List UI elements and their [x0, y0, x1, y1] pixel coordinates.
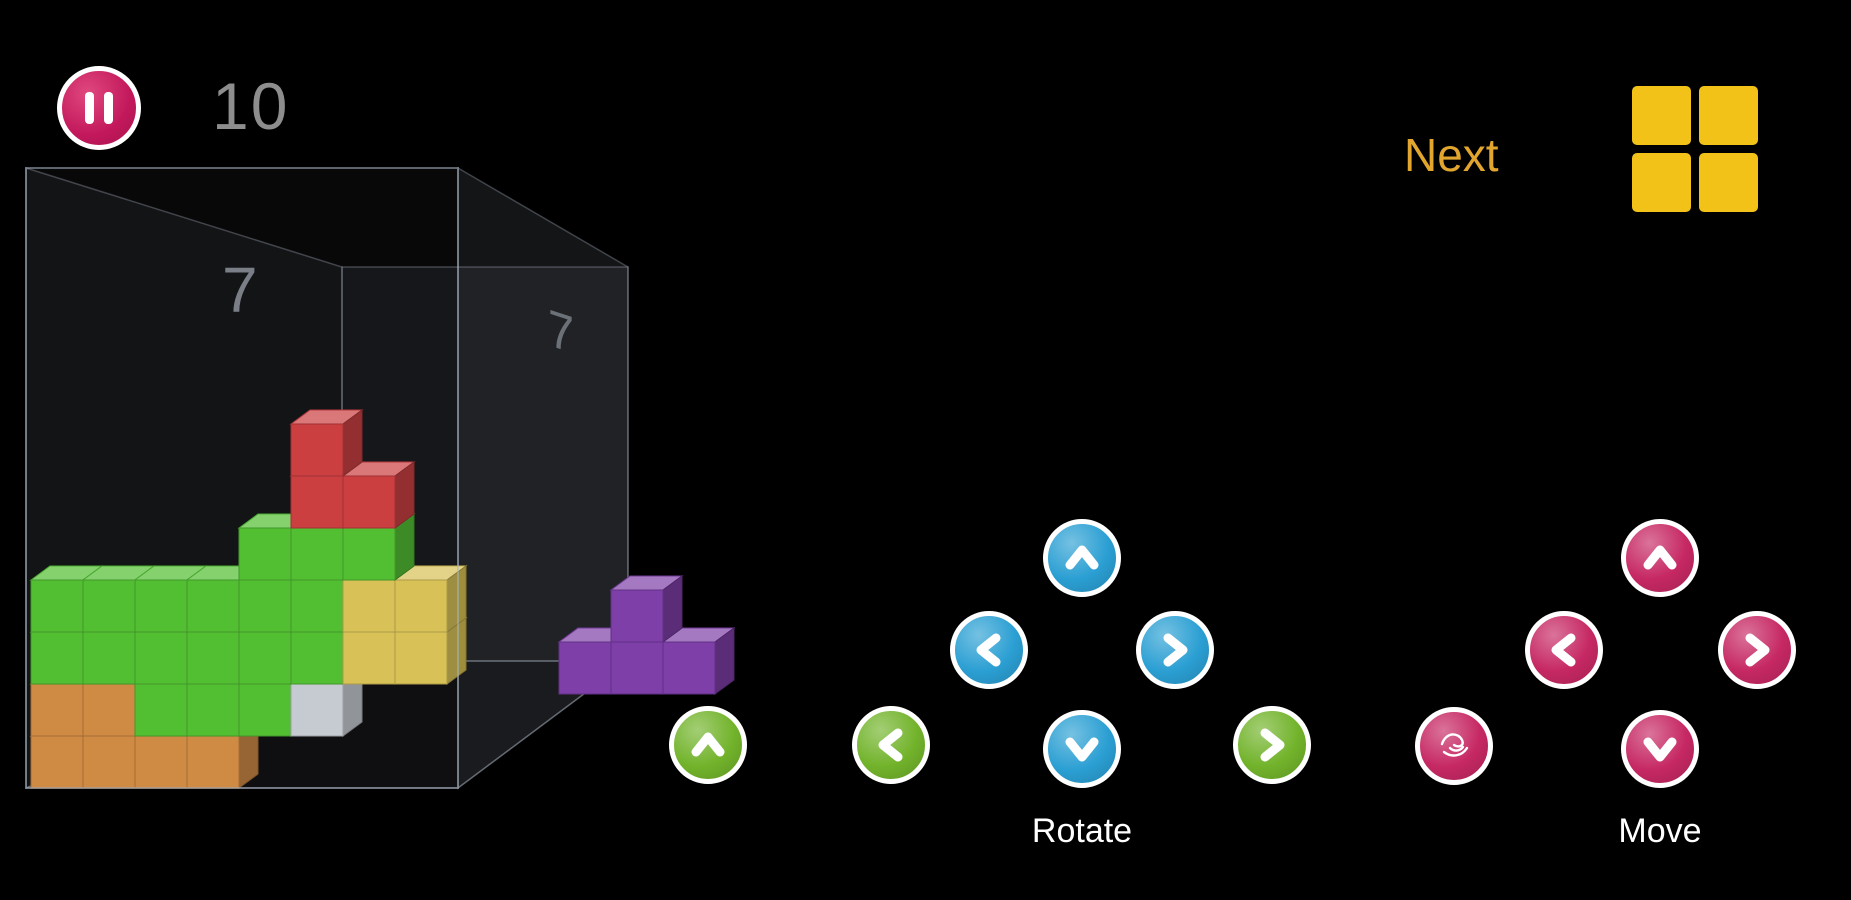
chevron-down-icon [1065, 737, 1099, 762]
chevron-left-icon [976, 633, 1001, 667]
rotate-right-button[interactable] [1136, 611, 1214, 689]
move-label: Move [1618, 812, 1702, 850]
green-left-arrow-button[interactable] [852, 706, 930, 784]
rotate-left-button[interactable] [950, 611, 1028, 689]
chevron-up-icon [691, 732, 725, 757]
next-piece-cell [1699, 86, 1758, 145]
rotate-down-button[interactable] [1043, 710, 1121, 788]
game-well: 7 7 [25, 166, 736, 790]
special-action-button[interactable] [1415, 707, 1493, 785]
chevron-up-icon [1065, 545, 1099, 570]
yellow-block [393, 565, 468, 633]
rotate-up-button[interactable] [1043, 519, 1121, 597]
well-depth-label-side: 7 [548, 298, 574, 365]
red-block [341, 461, 416, 529]
logo-icon [1440, 733, 1469, 757]
purple-block [609, 575, 684, 643]
blocks-layer [29, 409, 736, 789]
next-piece-cell [1632, 86, 1691, 145]
chevron-up-icon [1643, 545, 1677, 570]
chevron-down-icon [1643, 737, 1677, 762]
pause-button[interactable] [57, 66, 141, 150]
pause-icon [85, 92, 113, 124]
next-piece-cell [1699, 153, 1758, 212]
move-down-button[interactable] [1621, 710, 1699, 788]
next-label: Next [1404, 129, 1499, 181]
purple-block [661, 627, 736, 695]
move-right-button[interactable] [1718, 611, 1796, 689]
chevron-right-icon [1163, 633, 1188, 667]
score-text: 10 [212, 69, 290, 143]
green-up-arrow-button[interactable] [669, 706, 747, 784]
move-up-button[interactable] [1621, 519, 1699, 597]
chevron-left-icon [1551, 633, 1576, 667]
rotate-label: Rotate [1031, 812, 1133, 850]
chevron-left-icon [878, 728, 903, 762]
next-piece-cell [1632, 153, 1691, 212]
move-left-button[interactable] [1525, 611, 1603, 689]
well-front-frame [25, 167, 459, 789]
chevron-right-icon [1260, 728, 1285, 762]
red-block [289, 409, 364, 477]
green-right-arrow-button[interactable] [1233, 706, 1311, 784]
next-piece-preview [1632, 86, 1758, 212]
well-depth-label-back: 7 [222, 254, 258, 326]
chevron-right-icon [1745, 633, 1770, 667]
